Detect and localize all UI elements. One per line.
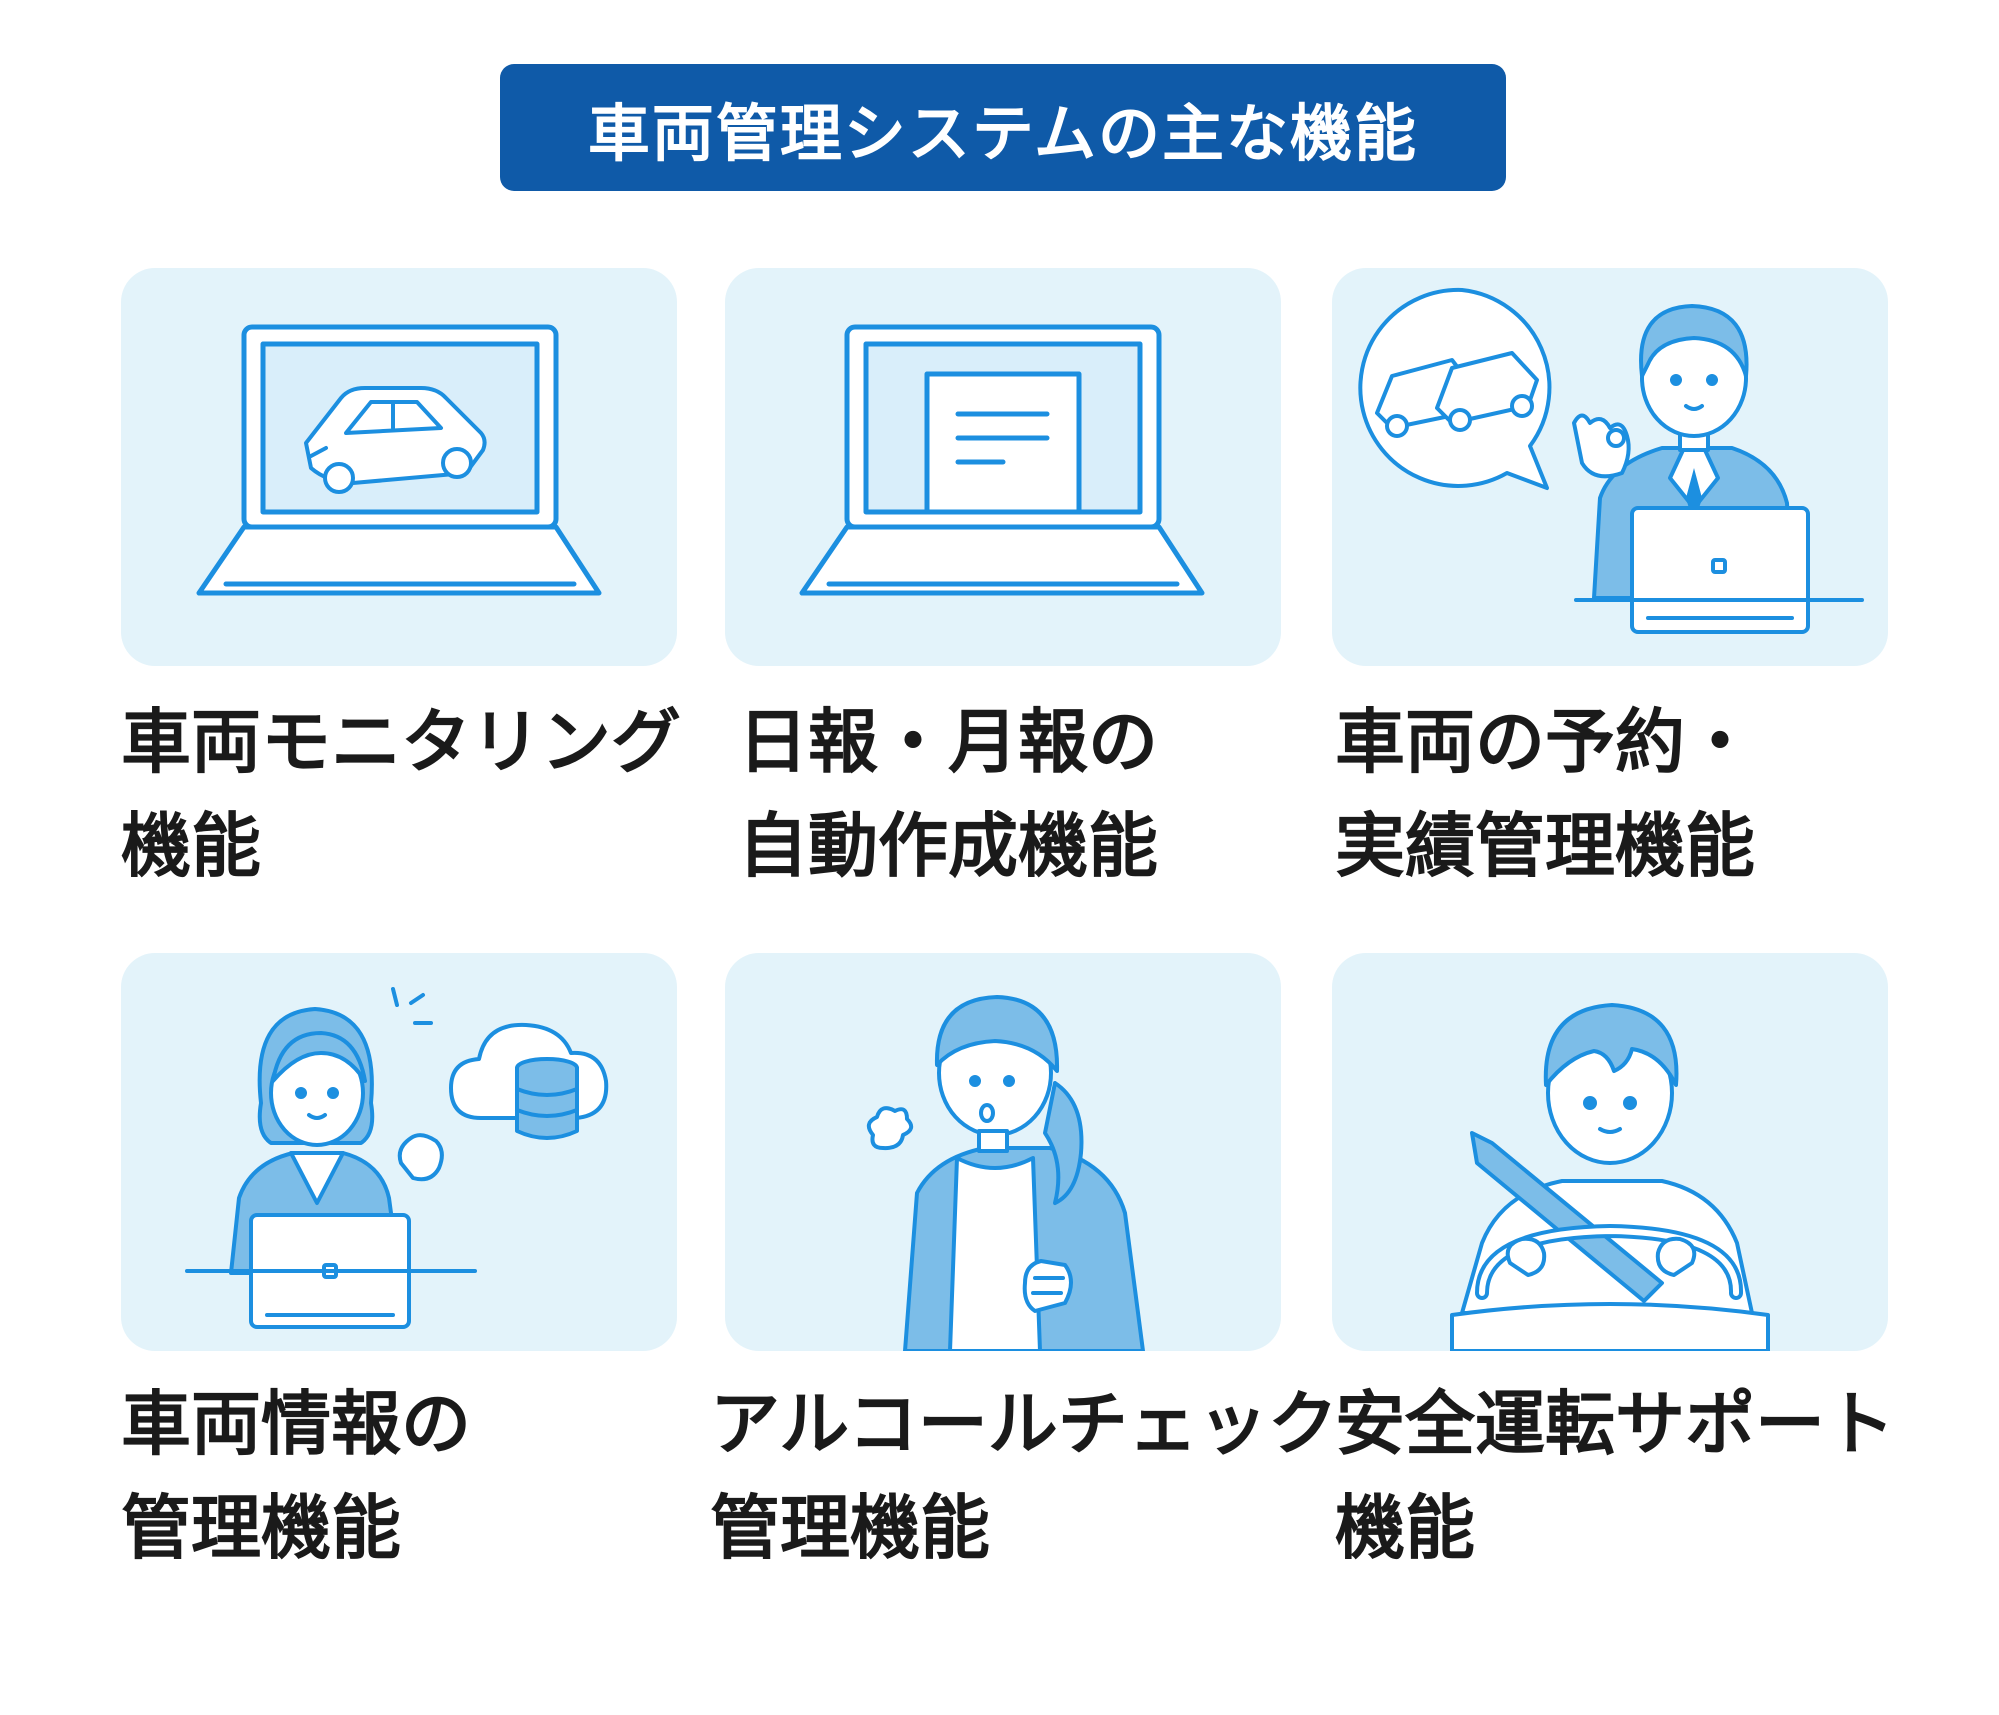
feature-caption-alcohol-check: アルコールチェック 管理機能 — [710, 1383, 1338, 1569]
driver-seatbelt-icon — [1450, 1003, 1770, 1351]
feature-card-vehicle-monitoring — [121, 268, 677, 666]
feature-card-safe-driving — [1332, 953, 1888, 1351]
feature-card-reservation — [1332, 268, 1888, 666]
laptop-document-icon — [799, 324, 1205, 596]
feature-card-alcohol-check — [725, 953, 1281, 1351]
feature-caption-auto-reports: 日報・月報の 自動作成機能 — [738, 701, 1158, 887]
businessman-ok-cars-icon — [1358, 287, 1864, 634]
woman-breath-check-icon — [866, 995, 1145, 1351]
feature-caption-reservation: 車両の予約・ 実績管理機能 — [1335, 701, 1755, 887]
feature-card-auto-reports — [725, 268, 1281, 666]
feature-card-vehicle-info — [121, 953, 677, 1351]
feature-caption-vehicle-monitoring: 車両モニタリング 機能 — [121, 701, 681, 887]
page-title: 車両管理システムの主な機能 — [587, 96, 1419, 170]
title-banner: 車両管理システムの主な機能 — [500, 64, 1506, 191]
feature-caption-vehicle-info: 車両情報の 管理機能 — [121, 1383, 471, 1569]
woman-cloud-database-icon — [185, 987, 609, 1329]
feature-caption-safe-driving: 安全運転サポート 機能 — [1335, 1383, 1895, 1569]
laptop-car-icon — [196, 324, 602, 596]
